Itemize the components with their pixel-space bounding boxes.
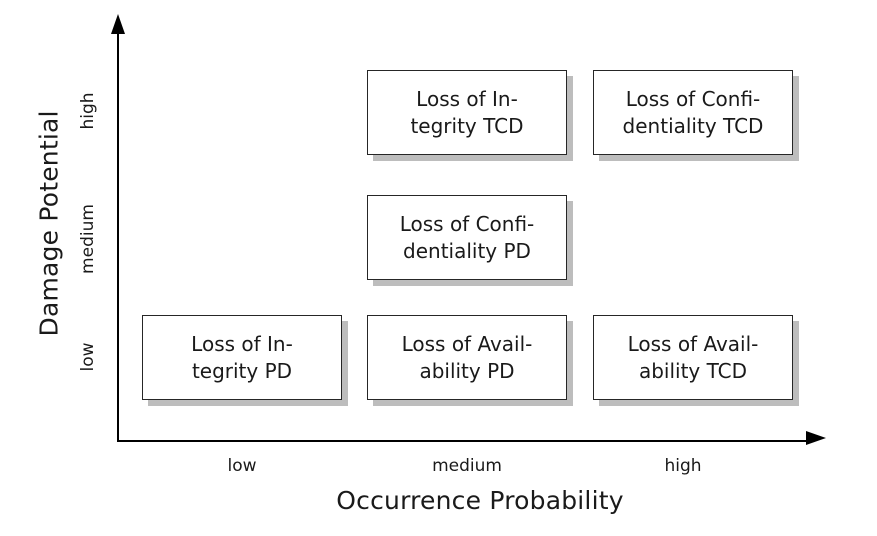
- risk-box-line-1: Loss of Avail-: [627, 332, 759, 357]
- risk-box-line-2: dentiality PD: [403, 238, 531, 263]
- risk-box-line-1: Loss of In-: [416, 87, 518, 112]
- risk-box-line-2: dentiality TCD: [622, 113, 764, 138]
- y-axis-title: Damage Potential: [34, 110, 64, 337]
- risk-box-availability-tcd[interactable]: Loss of Avail- ability TCD: [593, 315, 793, 400]
- risk-box-line-2: ability PD: [419, 358, 515, 383]
- risk-box-integrity-tcd[interactable]: Loss of In- tegrity TCD: [367, 70, 567, 155]
- y-axis-tick-low: low: [78, 342, 98, 372]
- x-axis-line: [117, 440, 811, 442]
- risk-box-line-2: ability TCD: [638, 358, 748, 383]
- risk-box-confidentiality-pd[interactable]: Loss of Confi- dentiality PD: [367, 195, 567, 280]
- x-axis-tick-medium: medium: [432, 456, 502, 476]
- y-axis-tick-medium: medium: [78, 204, 98, 274]
- risk-box-confidentiality-tcd[interactable]: Loss of Confi- dentiality TCD: [593, 70, 793, 155]
- y-axis-arrowhead-icon: [111, 14, 125, 34]
- x-axis-title: Occurrence Probability: [336, 486, 624, 515]
- risk-box-integrity-pd[interactable]: Loss of In- tegrity PD: [142, 315, 342, 400]
- x-axis-arrowhead-icon: [806, 431, 826, 445]
- risk-box-line-2: tegrity TCD: [410, 113, 524, 138]
- y-axis-tick-high: high: [78, 92, 98, 130]
- risk-box-line-1: Loss of Confi-: [625, 87, 761, 112]
- x-axis-tick-low: low: [227, 456, 257, 476]
- y-axis-line: [117, 30, 119, 442]
- risk-box-line-2: tegrity PD: [191, 358, 293, 383]
- risk-box-line-1: Loss of Confi-: [399, 212, 535, 237]
- x-axis-tick-high: high: [664, 456, 702, 476]
- risk-box-line-1: Loss of In-: [191, 332, 293, 357]
- risk-box-line-1: Loss of Avail-: [401, 332, 533, 357]
- risk-box-availability-pd[interactable]: Loss of Avail- ability PD: [367, 315, 567, 400]
